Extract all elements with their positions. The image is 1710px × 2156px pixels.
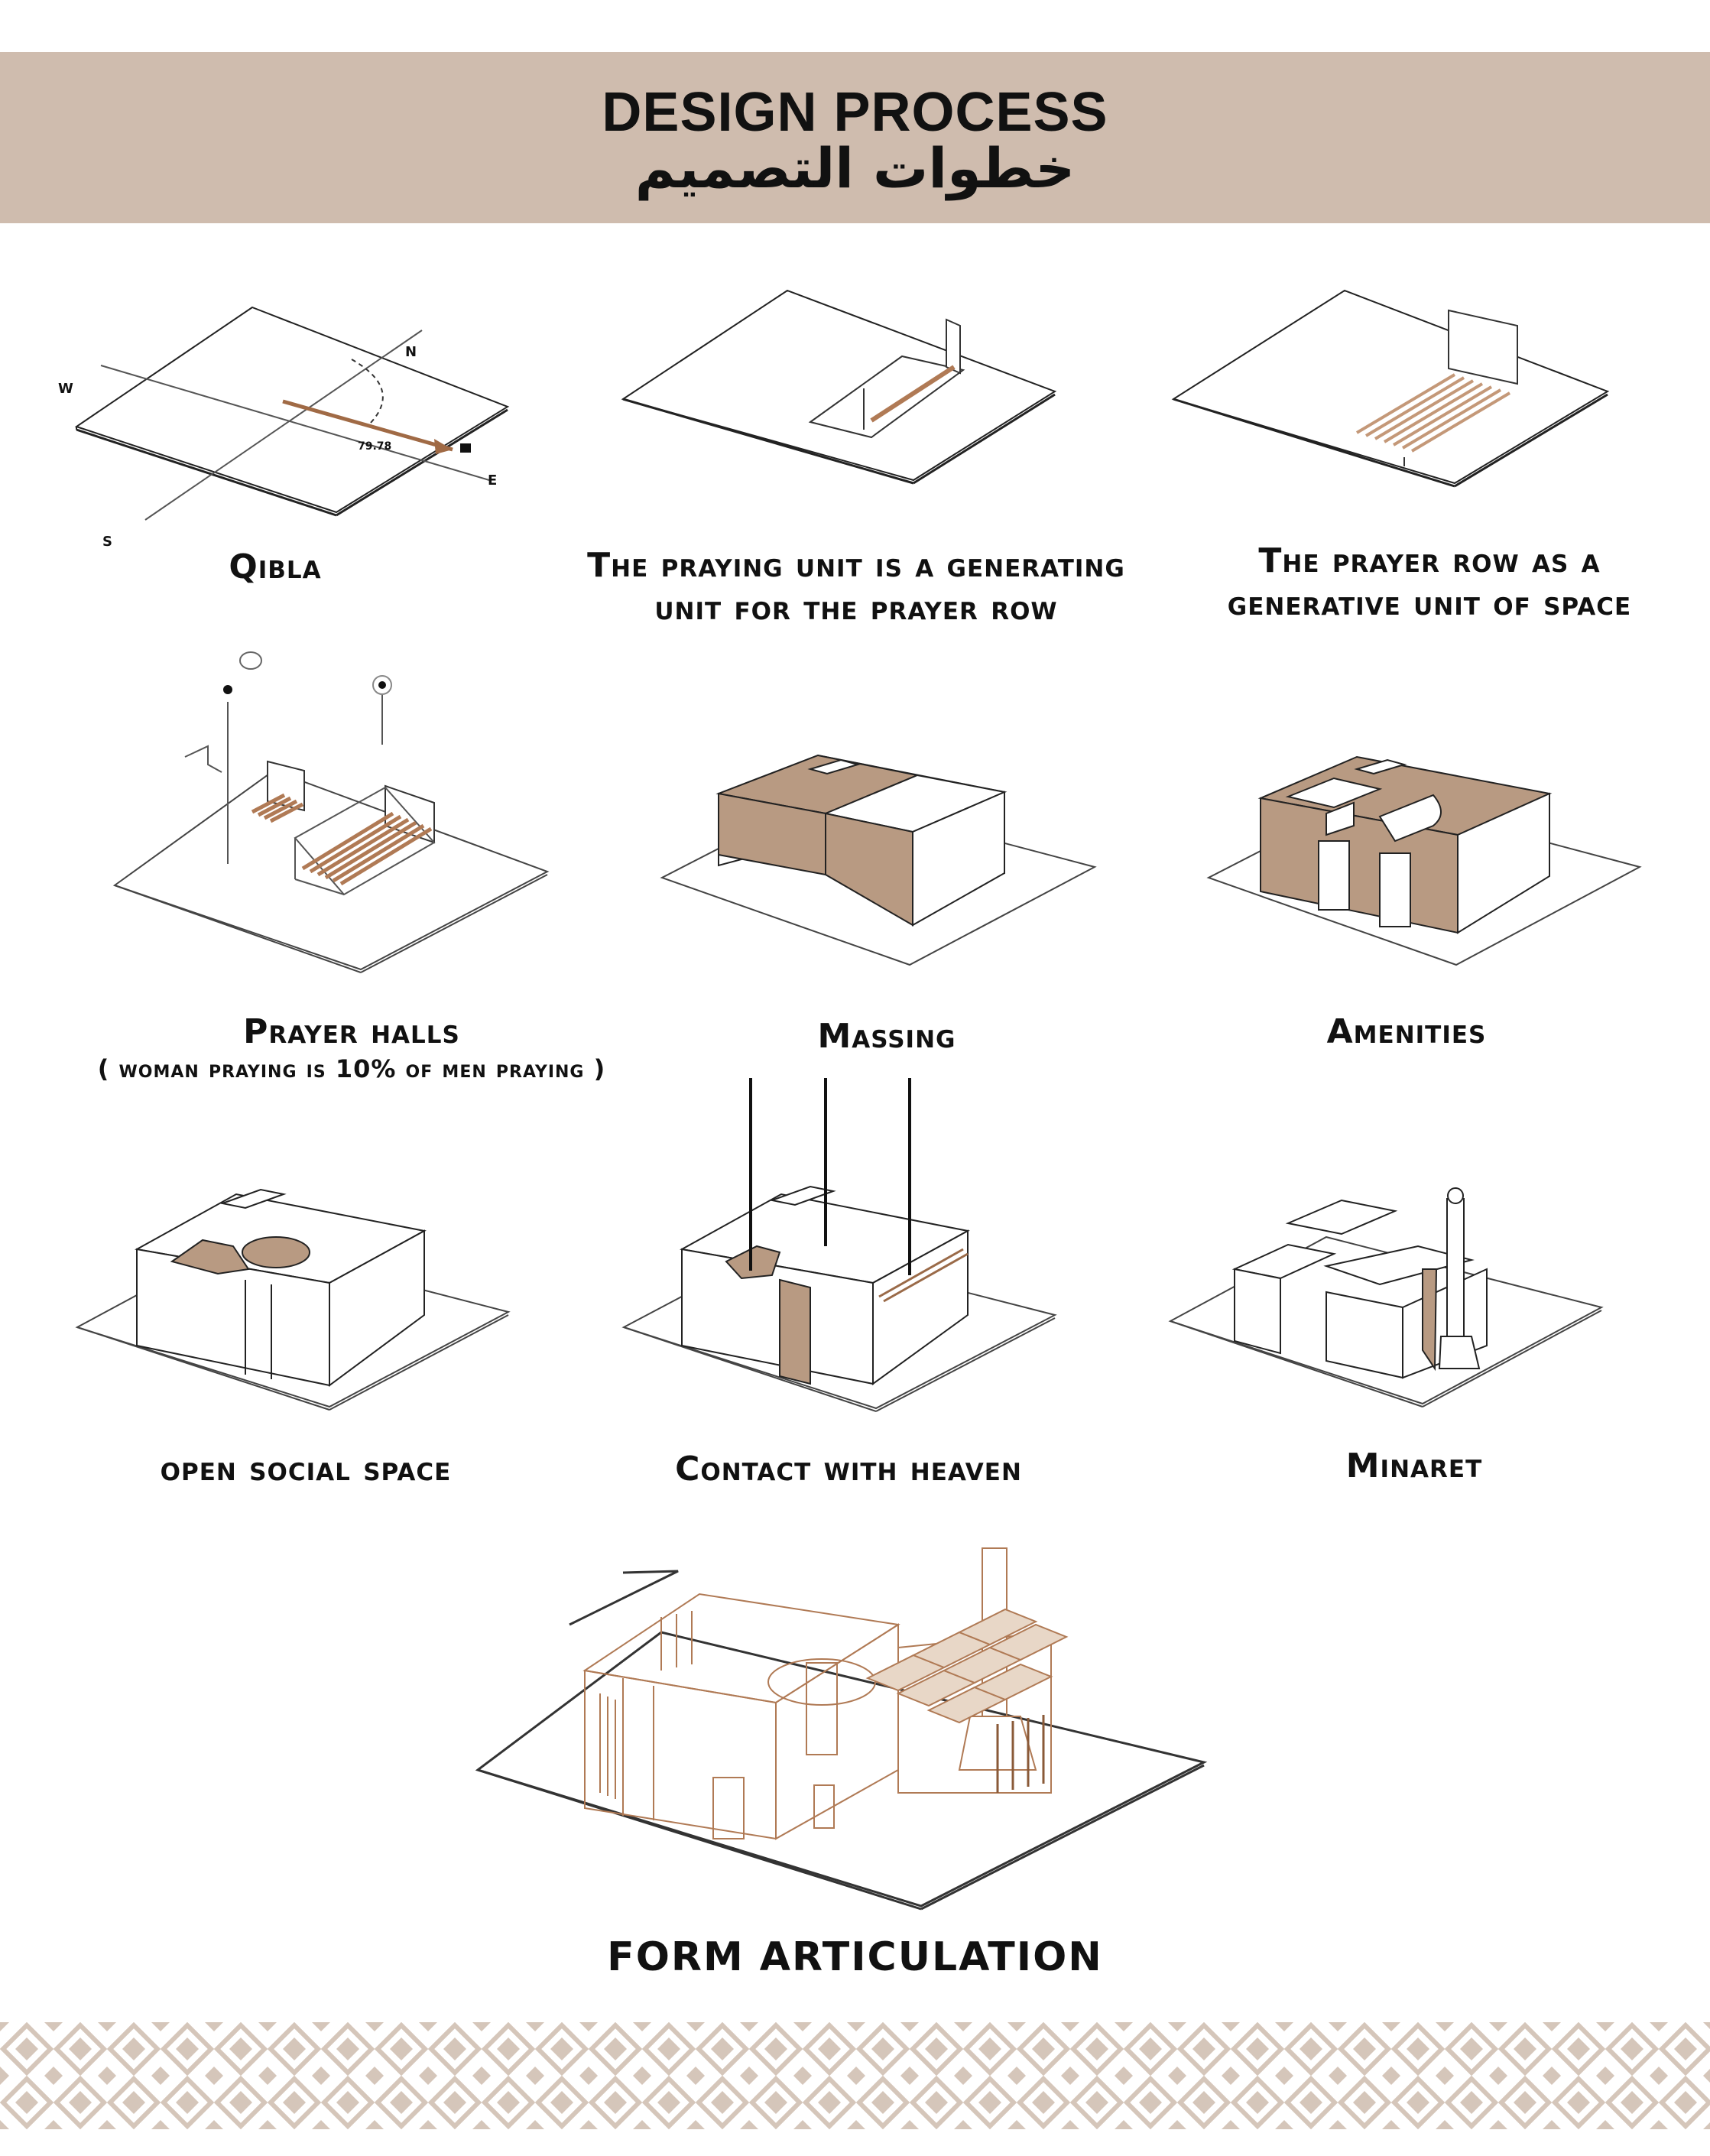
form-articulation-drawing (475, 1547, 1208, 1911)
page-title: DESIGN PROCESS (602, 82, 1108, 143)
step-caption-open-social-space: open social space (160, 1450, 452, 1489)
praying-unit-diagram (621, 289, 1057, 485)
prayer-row-diagram (1171, 289, 1610, 488)
step-caption-prayer-row: The prayer row as a generative unit of s… (1227, 541, 1632, 623)
qibla-diagram: N E S W 79.78 (58, 306, 510, 550)
step-note-prayer-halls: ( woman praying is 10% of men praying ) (97, 1054, 606, 1083)
contact-with-heaven-diagram (621, 1078, 1057, 1412)
header-banner: DESIGN PROCESS خطوات التصميم (0, 52, 1710, 223)
decorative-pattern-band (0, 2022, 1710, 2129)
step-caption-amenities: Amenities (1326, 1012, 1487, 1051)
compass-n: N (405, 344, 417, 360)
open-social-space-diagram (75, 1188, 511, 1411)
compass-e: E (488, 472, 497, 489)
prayer-halls-diagram (112, 651, 550, 973)
amenities-diagram (1206, 755, 1642, 966)
page-title-arabic: خطوات التصميم (634, 136, 1076, 200)
step-caption-minaret: Minaret (1345, 1447, 1483, 1485)
massing-diagram (660, 754, 1097, 966)
step-caption-praying-unit: The praying unit is a generating unit fo… (587, 546, 1125, 628)
step-caption-massing: Massing (817, 1017, 956, 1056)
final-caption: FORM ARTICULATION (607, 1934, 1103, 1980)
step-caption-qibla: Qibla (229, 547, 322, 586)
compass-s: S (102, 534, 112, 550)
qibla-angle: 79.78 (358, 440, 391, 453)
step-caption-contact-with-heaven: Contact with heaven (675, 1450, 1022, 1489)
minaret-diagram (1168, 1187, 1604, 1408)
step-caption-prayer-halls: Prayer halls (243, 1012, 460, 1051)
compass-w: W (58, 381, 73, 397)
